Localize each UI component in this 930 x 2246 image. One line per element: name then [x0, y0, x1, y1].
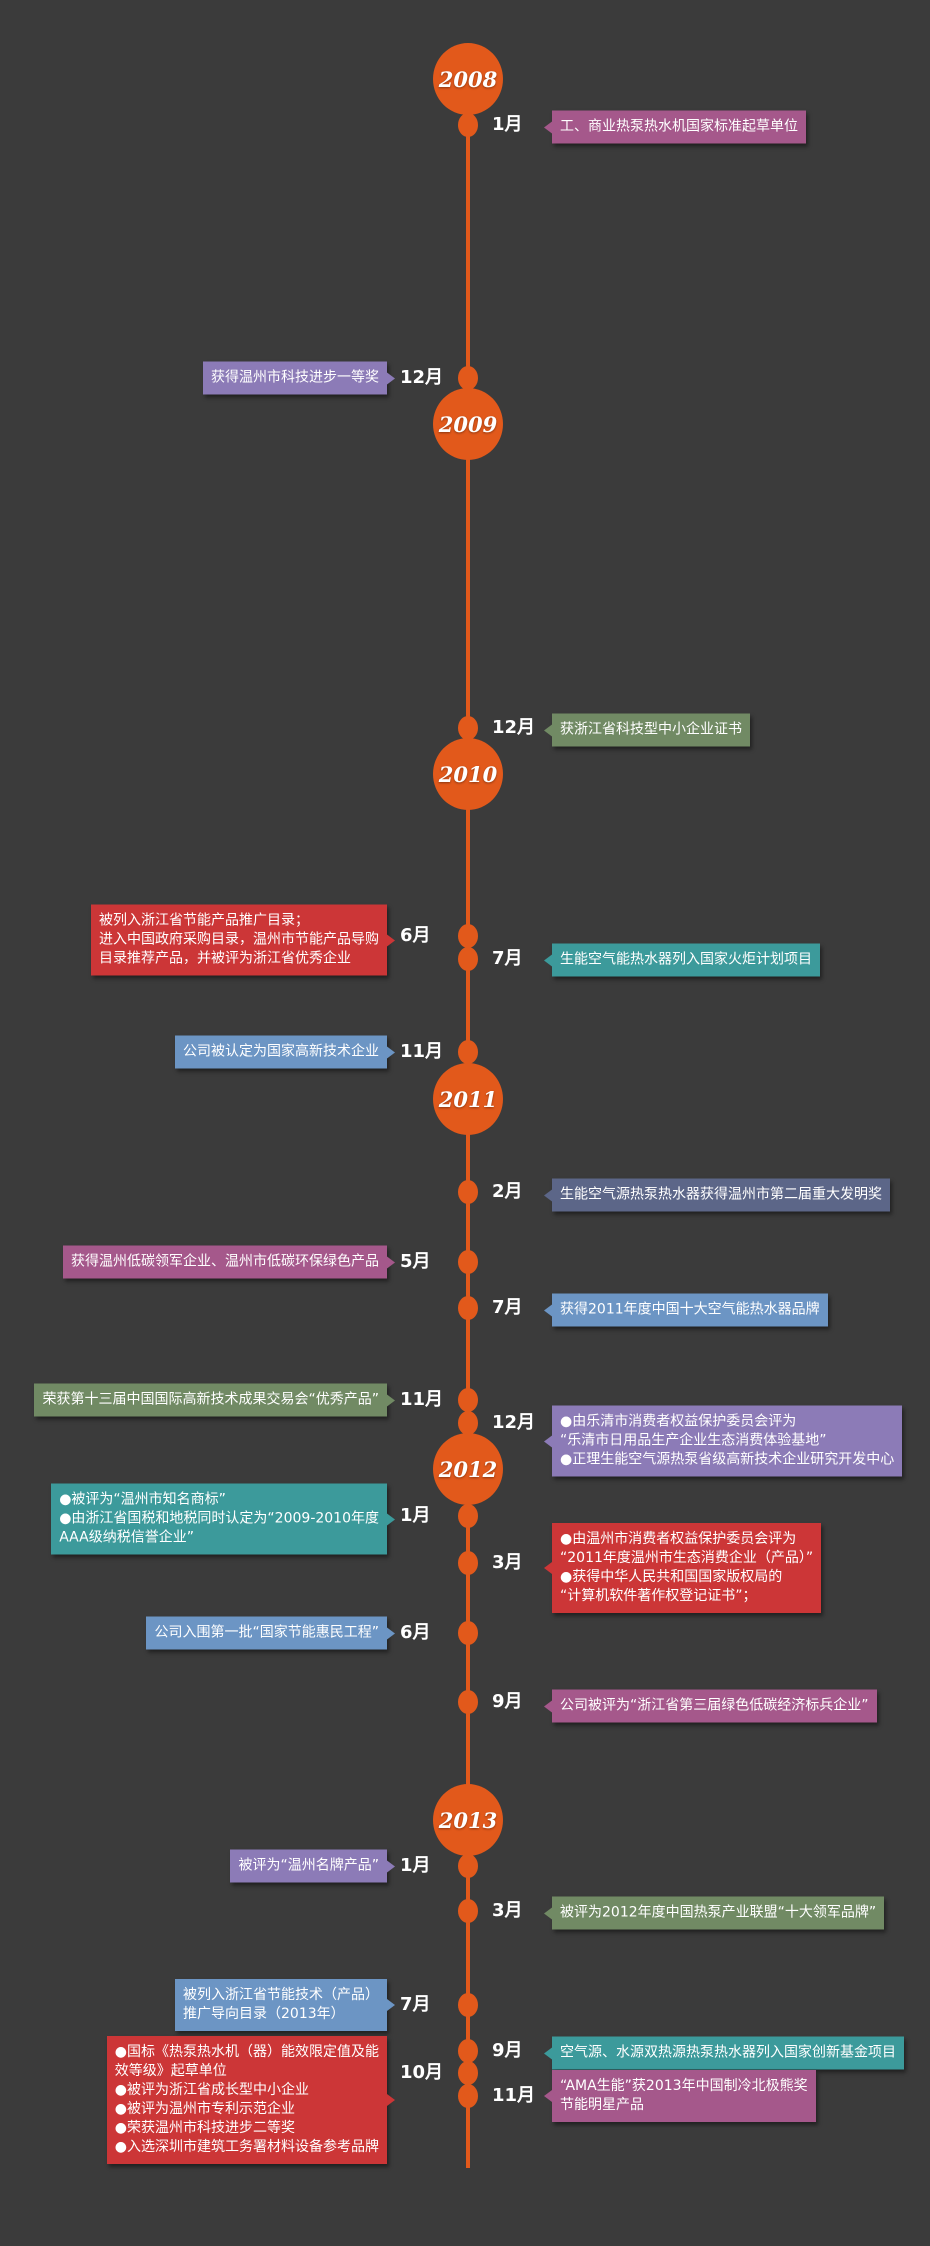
event-month: 5月 [400, 1251, 431, 1272]
event-dot [458, 924, 478, 948]
event-dot [458, 1250, 478, 1274]
event-box: 公司被认定为国家高新技术企业 [175, 1035, 395, 1069]
year-marker-2010: 2010 [433, 738, 503, 810]
event-dot [458, 1551, 478, 1575]
event-dot [458, 113, 478, 137]
event-dot [458, 1504, 478, 1528]
event-month: 1月 [400, 1505, 431, 1526]
event-box: “AMA生能”获2013年中国制冷北极熊奖 节能明星产品 [544, 2070, 816, 2122]
event-box: 生能空气能热水器列入国家火炬计划项目 [544, 943, 820, 977]
event-box: ●由温州市消费者权益保护委员会评为 “2011年度温州市生态消费企业（产品）” … [543, 1523, 822, 1613]
event-dot [458, 366, 478, 390]
event-dot [458, 1180, 478, 1204]
event-box: 工、商业热泵热水机国家标准起草单位 [544, 110, 806, 144]
event-dot [458, 947, 478, 971]
event-box: 荣获第十三届中国国际高新技术成果交易会“优秀产品” [34, 1383, 395, 1417]
event-month: 12月 [400, 367, 444, 388]
event-dot [458, 1040, 478, 1064]
event-dot [458, 1993, 478, 2017]
event-box: 被评为2012年度中国热泵产业联盟“十大领军品牌” [543, 1896, 885, 1930]
event-box: 获浙江省科技型中小企业证书 [544, 713, 750, 747]
event-box: 被评为“温州名牌产品” [230, 1849, 395, 1883]
event-dot [458, 716, 478, 740]
event-box: 获得温州低碳领军企业、温州市低碳环保绿色产品 [63, 1245, 395, 1279]
event-month: 6月 [400, 1622, 431, 1643]
event-dot [458, 2061, 478, 2085]
event-dot [458, 1899, 478, 1923]
event-box: 被列入浙江省节能产品推广目录； 进入中国政府采购目录，温州市节能产品导购 目录推… [91, 904, 395, 976]
event-dot [458, 1388, 478, 1412]
event-box: 空气源、水源双热源热泵热水器列入国家创新基金项目 [544, 2036, 904, 2070]
event-dot [458, 2084, 478, 2108]
year-marker-2012: 2012 [433, 1433, 503, 1505]
event-month: 2月 [492, 1181, 523, 1202]
event-box: 公司入围第一批“国家节能惠民工程” [146, 1616, 395, 1650]
event-box: 被列入浙江省节能技术（产品） 推广导向目录（2013年） [175, 1979, 395, 2031]
year-marker-2008: 2008 [433, 43, 503, 115]
event-box: 获得温州市科技进步一等奖 [203, 361, 395, 395]
event-box: ●由乐清市消费者权益保护委员会评为 “乐清市日用品生产企业生态消费体验基地” ●… [543, 1405, 903, 1477]
event-month: 12月 [492, 717, 536, 738]
event-box: 生能空气源热泵热水器获得温州市第二届重大发明奖 [544, 1178, 890, 1212]
event-month: 3月 [492, 1900, 523, 1921]
year-marker-2009: 2009 [433, 388, 503, 460]
event-month: 6月 [400, 925, 431, 946]
event-dot [458, 1296, 478, 1320]
event-month: 9月 [492, 2040, 523, 2061]
event-box: ●被评为“温州市知名商标” ●由浙江省国税和地税同时认定为“2009-2010年… [51, 1483, 395, 1555]
event-month: 7月 [492, 948, 523, 969]
event-month: 7月 [400, 1994, 431, 2015]
event-dot [458, 1621, 478, 1645]
event-month: 9月 [492, 1691, 523, 1712]
event-box: 获得2011年度中国十大空气能热水器品牌 [544, 1293, 828, 1327]
event-month: 10月 [400, 2062, 444, 2083]
event-month: 11月 [492, 2085, 536, 2106]
event-month: 7月 [492, 1297, 523, 1318]
event-dot [458, 1411, 478, 1435]
event-month: 1月 [400, 1855, 431, 1876]
event-box: 公司被评为“浙江省第三届绿色低碳经济标兵企业” [544, 1689, 877, 1723]
event-dot [458, 1854, 478, 1878]
event-box: ●国标《热泵热水机（器）能效限定值及能 效等级》起草单位 ●被评为浙江省成长型中… [106, 2036, 396, 2164]
event-month: 1月 [492, 114, 523, 135]
year-marker-2013: 2013 [433, 1784, 503, 1856]
year-marker-2011: 2011 [433, 1063, 503, 1135]
event-month: 11月 [400, 1389, 444, 1410]
event-dot [458, 2039, 478, 2063]
event-month: 3月 [492, 1552, 523, 1573]
event-dot [458, 1690, 478, 1714]
event-month: 12月 [492, 1412, 536, 1433]
event-month: 11月 [400, 1041, 444, 1062]
